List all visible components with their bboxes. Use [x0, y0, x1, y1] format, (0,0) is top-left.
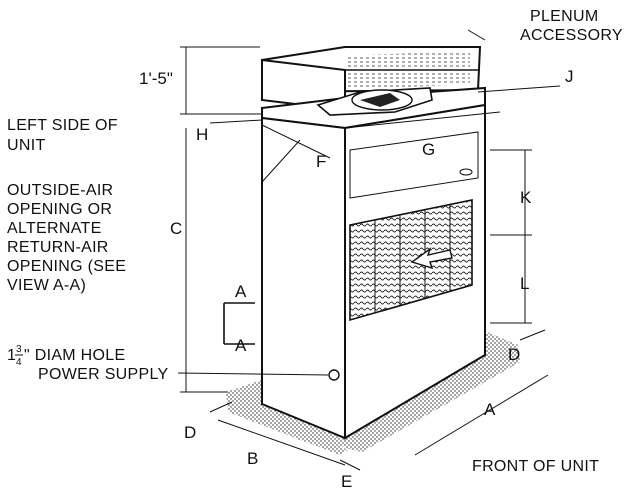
outside-air-label-6: VIEW A-A) — [7, 277, 86, 294]
outside-air-label-1: OUTSIDE-AIR — [7, 182, 113, 199]
dim-L-label: L — [520, 274, 529, 293]
front-top-panel — [349, 131, 479, 199]
hole-label-rest: " DIAM HOLE — [24, 347, 125, 364]
dim-E-label: E — [341, 472, 352, 491]
outside-air-label-3: ALTERNATE — [7, 220, 102, 237]
dim-J-label: J — [565, 67, 574, 86]
dim-H-label: H — [196, 125, 208, 144]
dim-D-right-label: D — [508, 345, 520, 364]
front-of-unit-label: FRONT OF UNIT — [472, 458, 599, 475]
power-supply-hole — [328, 369, 340, 381]
floor-base-left — [228, 383, 345, 450]
hole-label-whole: 1 — [7, 347, 16, 364]
plenum-label-2: ACCESSORY — [520, 27, 623, 44]
left-side-label-1: LEFT SIDE OF — [7, 117, 118, 134]
floor-base-front — [340, 340, 520, 452]
outside-air-label-4: RETURN-AIR — [7, 239, 109, 256]
dim-C-label: C — [170, 219, 182, 238]
fan-icon — [316, 87, 433, 116]
hole-label-den: 4 — [16, 357, 22, 368]
airflow-arrow-icon — [410, 247, 453, 270]
height-dimension-label: 1'-5" — [139, 69, 173, 88]
dim-D-left-label: D — [184, 423, 196, 442]
logo-badge — [459, 168, 473, 176]
plenum-label-1: PLENUM — [530, 8, 598, 25]
dim-B-label: B — [247, 449, 258, 468]
leader-lines — [177, 29, 486, 376]
section-bottom-label: A — [235, 336, 247, 355]
unit-left-side — [261, 116, 346, 440]
left-side-label-2: UNIT — [7, 137, 46, 154]
section-a-a-marker — [223, 302, 255, 345]
hole-label: 1 3 4 " DIAM HOLE — [7, 344, 125, 368]
dim-A-label: A — [484, 400, 496, 419]
dimension-lines — [180, 46, 561, 471]
dim-G-label: G — [422, 140, 435, 159]
hole-label-num: 3 — [16, 344, 22, 355]
power-supply-label: POWER SUPPLY — [38, 366, 168, 383]
dim-F-label: F — [316, 152, 326, 171]
section-top-label: A — [235, 282, 247, 301]
outside-air-label-5: OPENING (SEE — [7, 258, 126, 275]
return-air-grille — [349, 199, 473, 322]
outside-air-label-2: OPENING OR — [7, 201, 112, 218]
dim-K-label: K — [520, 188, 532, 207]
